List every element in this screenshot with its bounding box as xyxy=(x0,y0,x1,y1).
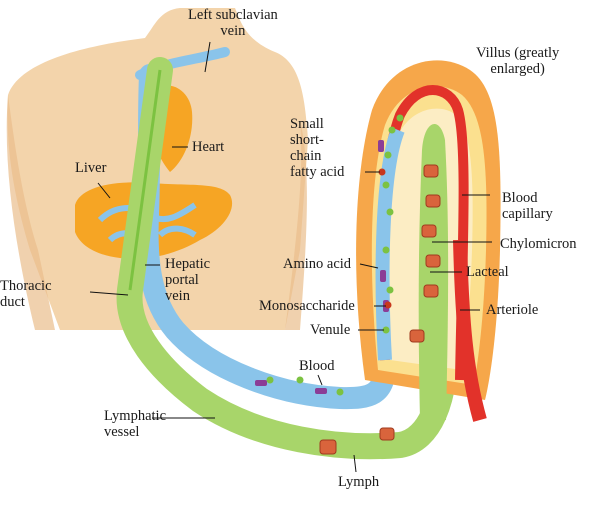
chylomicron xyxy=(425,254,441,268)
label-thoracic-duct: Thoracic duct xyxy=(0,278,52,310)
chylomicron xyxy=(423,284,439,298)
leader-amino-acid xyxy=(359,263,379,269)
label-venule: Venule xyxy=(310,322,351,338)
leader-liver xyxy=(97,182,111,199)
nutrient-dot xyxy=(382,326,390,334)
chylomicron xyxy=(409,329,425,343)
label-villus: Villus (greatly enlarged) xyxy=(476,45,560,77)
label-arteriole: Arteriole xyxy=(486,302,539,318)
label-hepatic-portal-vein: Hepatic portal vein xyxy=(165,256,211,304)
nutrient-dot xyxy=(396,114,404,122)
amino-acid-mark xyxy=(315,388,327,394)
venule-vessel xyxy=(375,127,405,361)
leader-left-subclavian-vein xyxy=(204,41,211,73)
torso-shadow xyxy=(6,95,56,330)
nutrient-dot xyxy=(296,376,304,384)
chylomicron xyxy=(423,164,439,178)
nutrient-dot xyxy=(382,246,390,254)
label-lacteal: Lacteal xyxy=(466,264,509,280)
amino-acid-mark xyxy=(255,380,267,386)
label-blood-capillary: Blood capillary xyxy=(502,190,553,222)
nutrient-dot xyxy=(386,286,394,294)
label-small-short-chain-fatty-acid: Small short- chain fatty acid xyxy=(290,116,345,180)
label-lymphatic-vessel: Lymphatic vessel xyxy=(104,408,167,440)
label-lymph: Lymph xyxy=(338,474,380,490)
nutrient-dot xyxy=(386,208,394,216)
chylomicron xyxy=(425,194,441,208)
leader-thoracic-duct xyxy=(89,291,129,296)
label-chylomicron: Chylomicron xyxy=(500,236,577,252)
label-blood: Blood xyxy=(299,358,335,374)
arteriole-vessel xyxy=(453,239,487,422)
fatty-acid-dots xyxy=(378,168,392,309)
label-left-subclavian-vein: Left subclavian vein xyxy=(188,7,278,39)
leader-blood xyxy=(317,374,323,386)
nutrient-dot xyxy=(382,181,390,189)
fatty-acid-dot xyxy=(384,301,392,309)
amino-acid-mark xyxy=(380,270,386,282)
label-monosaccharide: Monosaccharide xyxy=(259,298,355,314)
label-amino-acid: Amino acid xyxy=(283,256,352,272)
nutrient-dot xyxy=(388,126,396,134)
label-heart: Heart xyxy=(192,139,225,155)
chylomicron xyxy=(379,427,395,441)
nutrient-dot xyxy=(336,388,344,396)
thoracic-duct-inner xyxy=(128,69,162,291)
torso-shadow-right xyxy=(285,120,307,330)
amino-acid-mark xyxy=(378,140,384,152)
chylomicron-group xyxy=(319,164,441,455)
nutrient-dot xyxy=(266,376,274,384)
leader-lymph xyxy=(353,454,357,473)
chylomicron xyxy=(319,439,337,455)
chylomicron xyxy=(421,224,437,238)
nutrient-dots-green xyxy=(266,114,404,396)
fatty-acid-dot xyxy=(378,168,386,176)
nutrient-dot xyxy=(384,151,392,159)
label-liver: Liver xyxy=(75,160,107,176)
leader-lines xyxy=(89,41,492,473)
